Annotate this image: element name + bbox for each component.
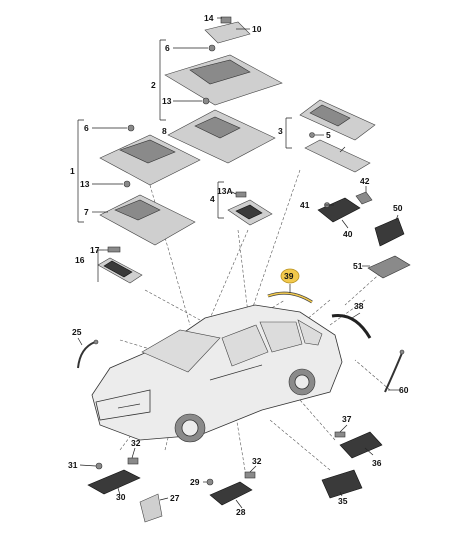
callout-3: 3 <box>278 126 283 136</box>
callout-35: 35 <box>338 496 348 506</box>
callout-32-right: 32 <box>252 456 262 466</box>
callout-leaders <box>77 17 400 509</box>
light-strip-39 <box>267 291 313 304</box>
callout-13-lower: 13 <box>80 179 90 189</box>
overhead-console-upper <box>164 16 283 164</box>
callout-1: 1 <box>70 166 75 176</box>
callout-40: 40 <box>343 229 353 239</box>
interior-lamp-16 <box>97 246 143 284</box>
callout-2: 2 <box>151 80 156 90</box>
overhead-console-left <box>99 124 201 246</box>
callout-13-upper: 13 <box>162 96 172 106</box>
callout-5: 5 <box>326 130 331 140</box>
callout-60: 60 <box>399 385 409 395</box>
callout-39-highlight <box>280 268 300 284</box>
callout-27: 27 <box>170 493 180 503</box>
callout-38: 38 <box>354 301 364 311</box>
bottom-parts <box>87 431 383 523</box>
cable-25 <box>77 339 99 369</box>
trim-strip-38 <box>331 313 372 339</box>
callout-51: 51 <box>353 261 363 271</box>
callout-25: 25 <box>72 327 82 337</box>
callout-41: 41 <box>300 200 310 210</box>
callout-36: 36 <box>372 458 382 468</box>
callout-16: 16 <box>75 255 85 265</box>
right-side-lamps <box>317 191 411 279</box>
callout-29: 29 <box>190 477 200 487</box>
callout-42: 42 <box>360 176 370 186</box>
car-illustration <box>91 304 343 443</box>
callout-6-upper: 6 <box>165 43 170 53</box>
reading-lamp <box>227 191 273 226</box>
callout-17: 17 <box>90 245 100 255</box>
callout-6-lower: 6 <box>84 123 89 133</box>
callout-4: 4 <box>210 194 215 204</box>
callout-30: 30 <box>116 492 126 502</box>
callout-39: 39 <box>284 271 294 281</box>
callout-32-left: 32 <box>131 438 141 448</box>
callout-50: 50 <box>393 203 403 213</box>
callout-7: 7 <box>84 207 89 217</box>
overhead-console-right <box>299 99 376 173</box>
cable-60 <box>384 349 405 393</box>
callout-labels: 14 10 6 2 13 8 6 1 13 7 3 5 4 13A 17 16 … <box>68 13 409 517</box>
callout-28: 28 <box>236 507 246 517</box>
callout-31: 31 <box>68 460 78 470</box>
callout-8: 8 <box>162 126 167 136</box>
callout-13A: 13A <box>217 186 233 196</box>
callout-10: 10 <box>252 24 262 34</box>
callout-14: 14 <box>204 13 214 23</box>
callout-37: 37 <box>342 414 352 424</box>
